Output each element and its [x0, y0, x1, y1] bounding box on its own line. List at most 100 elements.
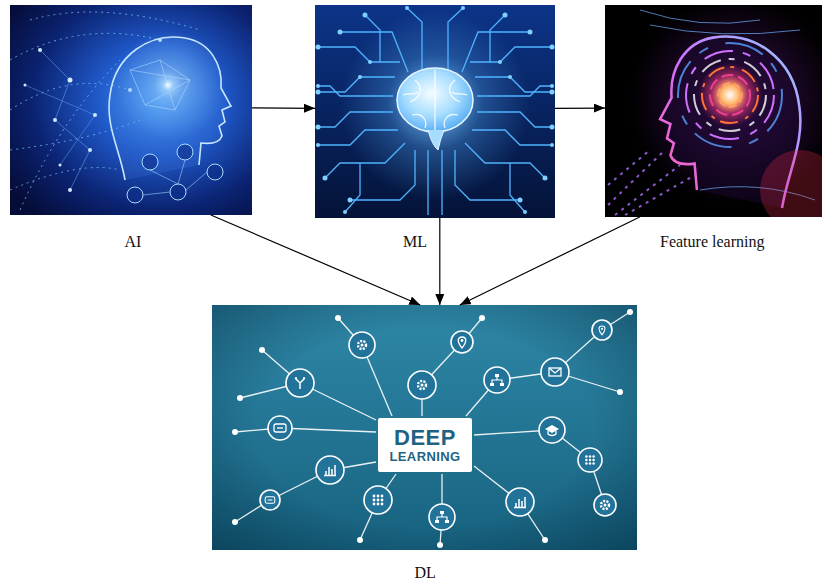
illustration-part — [88, 148, 92, 152]
dl-illustration — [212, 305, 637, 550]
illustration-part — [363, 13, 368, 18]
feature-illustration — [605, 5, 822, 217]
illustration-part — [260, 490, 280, 510]
arrow-connector — [555, 107, 605, 108]
illustration-part — [373, 495, 384, 506]
illustration-part — [127, 144, 223, 203]
illustration-part — [316, 90, 321, 95]
illustration-part — [235, 312, 630, 545]
illustration-part — [212, 305, 637, 550]
illustration-part — [429, 504, 455, 530]
illustration-part — [594, 494, 616, 516]
illustration-part — [541, 358, 569, 386]
node-caption: AI — [125, 232, 142, 251]
illustration-part — [592, 320, 612, 340]
illustration-part — [549, 368, 561, 376]
illustration-part — [143, 160, 207, 195]
ml-illustration — [315, 5, 555, 218]
illustration-part — [608, 150, 650, 185]
illustration-part — [365, 15, 380, 62]
illustration-part — [170, 184, 186, 200]
node-caption: ML — [403, 232, 427, 251]
illustration-part — [650, 25, 800, 34]
illustration-part — [338, 30, 343, 35]
illustration-part — [318, 112, 393, 127]
illustration-part — [340, 32, 408, 72]
image-node: AI — [10, 5, 252, 215]
illustration-part — [212, 305, 637, 550]
illustration-part — [601, 501, 609, 509]
illustration-part — [435, 511, 449, 523]
illustration-part — [177, 144, 193, 160]
illustration-part — [358, 341, 366, 349]
illustration-part — [53, 118, 57, 122]
illustration-part — [232, 429, 238, 435]
ai-illustration — [10, 5, 252, 215]
illustration-part — [578, 448, 602, 472]
illustration-part — [25, 85, 95, 165]
illustration-part — [357, 537, 363, 543]
illustration-part — [207, 164, 223, 180]
illustration-part — [490, 374, 504, 386]
arrow-connector — [460, 217, 640, 305]
illustration-part — [154, 71, 182, 99]
illustration-part — [625, 175, 695, 215]
image-node: DEEP LEARNINGDL — [212, 305, 637, 550]
illustration-part — [325, 143, 405, 178]
illustration-part — [627, 309, 633, 315]
illustration-part — [316, 456, 344, 484]
illustration-part — [30, 12, 200, 30]
illustration-part — [428, 130, 444, 150]
illustration-part — [698, 63, 762, 127]
illustration-part — [335, 315, 341, 321]
image-node: Feature learning — [605, 5, 822, 217]
illustration-part — [318, 86, 393, 96]
illustration-part — [40, 50, 90, 190]
illustration-part — [232, 519, 238, 525]
image-node: ML — [315, 5, 555, 218]
illustration-part — [678, 43, 782, 147]
illustration-part — [368, 60, 372, 64]
illustration-part — [686, 51, 774, 139]
illustration-part — [451, 331, 473, 353]
illustration-part — [280, 428, 376, 432]
illustration-part — [260, 320, 616, 530]
illustration-part — [599, 326, 605, 335]
illustration-part — [315, 5, 555, 218]
illustration-part — [506, 488, 534, 516]
center-title-box: DEEP LEARNING — [378, 418, 472, 472]
illustration-part — [405, 6, 409, 10]
illustration-part — [345, 163, 360, 212]
illustration-part — [274, 424, 286, 432]
illustration-part — [130, 60, 190, 110]
illustration-part — [10, 5, 252, 215]
illustration-part — [387, 54, 483, 150]
illustration-part — [678, 43, 782, 147]
illustration-part — [364, 486, 392, 514]
illustration-part — [318, 130, 398, 145]
illustration-part — [130, 60, 190, 110]
illustration-part — [59, 164, 62, 167]
illustration-part — [640, 10, 760, 23]
illustration-part — [24, 84, 27, 87]
illustration-part — [316, 84, 320, 88]
arrow-connector — [211, 215, 420, 305]
arrow-connector — [439, 218, 440, 305]
arrow-connector — [252, 107, 315, 109]
illustration-part — [542, 537, 548, 543]
illustration-part — [259, 347, 265, 353]
illustration-part — [403, 70, 467, 132]
illustration-part — [608, 150, 695, 215]
illustration-part — [232, 309, 633, 548]
illustration-part — [514, 497, 526, 508]
illustration-part — [437, 542, 443, 548]
illustration-part — [348, 198, 353, 203]
illustration-part — [427, 150, 428, 215]
illustration-part — [109, 37, 231, 180]
illustration-part — [130, 60, 190, 110]
illustration-part — [694, 59, 766, 131]
illustration-part — [760, 150, 822, 217]
node-caption: DL — [415, 563, 436, 582]
